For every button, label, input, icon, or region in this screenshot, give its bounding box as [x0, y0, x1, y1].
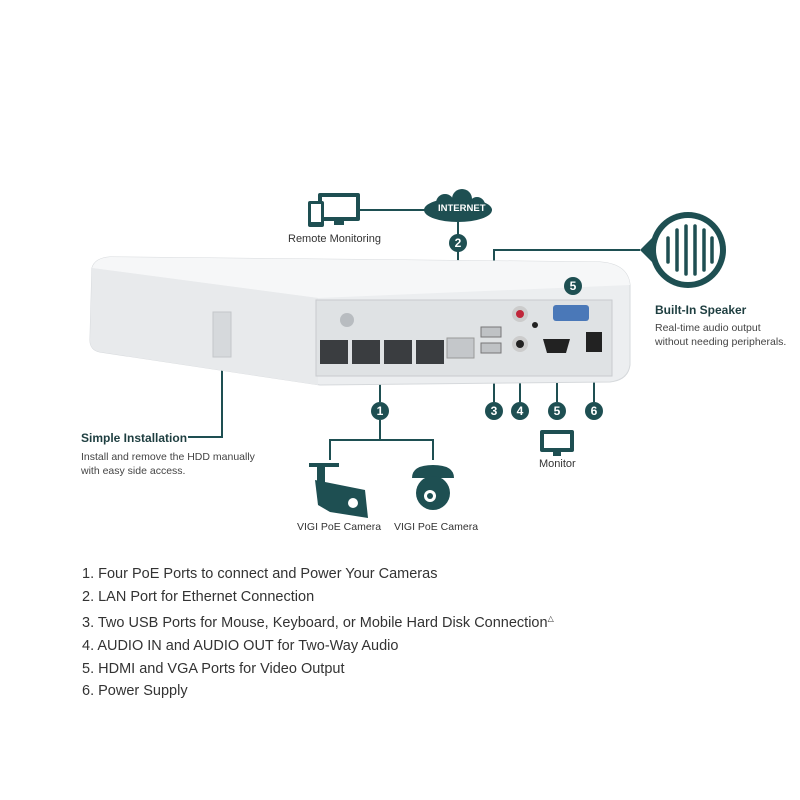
diagram-graphics — [89, 189, 726, 518]
camera-2-label: VIGI PoE Camera — [394, 521, 479, 533]
audio-out-port — [516, 340, 524, 348]
feature-item: 6. Power Supply — [82, 683, 188, 700]
lan-port — [446, 337, 475, 359]
hdd-side-door — [212, 311, 232, 358]
install-desc-1: Install and remove the HDD manually — [81, 451, 255, 463]
speaker-desc-1: Real-time audio output — [655, 322, 761, 334]
usb-port — [480, 342, 502, 354]
poe-ports — [320, 340, 444, 364]
badge-3: 3 — [485, 402, 503, 420]
remote-monitoring-label: Remote Monitoring — [288, 233, 381, 245]
power-port — [586, 332, 602, 352]
speaker-icon — [640, 212, 726, 288]
feature-list: 1. Four PoE Ports to connect and Power Y… — [82, 563, 554, 703]
feature-item: 4. AUDIO IN and AUDIO OUT for Two-Way Au… — [82, 637, 399, 654]
feature-item: 5. HDMI and VGA Ports for Video Output — [82, 660, 345, 677]
nvr-device — [89, 256, 631, 386]
monitor-label: Monitor — [539, 458, 576, 470]
badge-5: 5 — [548, 402, 566, 420]
usb-port — [480, 326, 502, 338]
ground-screw — [340, 313, 354, 327]
monitor-icon — [540, 430, 574, 456]
internet-cloud-icon — [424, 189, 492, 222]
feature-item: 1. Four PoE Ports to connect and Power Y… — [82, 566, 438, 582]
dome-camera-icon — [412, 465, 454, 510]
speaker-desc-2: without needing peripherals. — [655, 336, 787, 348]
speaker-title: Built-In Speaker — [655, 303, 747, 317]
badge-1: 1 — [371, 402, 389, 420]
internet-label: INTERNET — [438, 203, 486, 214]
install-title: Simple Installation — [81, 431, 188, 445]
feature-item: 2. LAN Port for Ethernet Connection — [82, 588, 315, 605]
install-desc-2: with easy side access. — [81, 465, 186, 477]
footnote-mark: △ — [547, 614, 554, 624]
feature-item: 3. Two USB Ports for Mouse, Keyboard, or… — [82, 608, 554, 635]
feature-text: 3. Two USB Ports for Mouse, Keyboard, or… — [82, 615, 548, 632]
badge-6: 6 — [585, 402, 603, 420]
hdmi-port — [543, 339, 570, 353]
remote-devices-icon — [308, 193, 360, 227]
audio-in-port — [516, 310, 524, 318]
bullet-camera-icon — [309, 463, 368, 518]
badge-5-vga: 5 — [564, 277, 582, 295]
badge-2: 2 — [449, 234, 467, 252]
camera-1-label: VIGI PoE Camera — [297, 521, 382, 533]
vga-port — [553, 305, 589, 321]
badge-4: 4 — [511, 402, 529, 420]
